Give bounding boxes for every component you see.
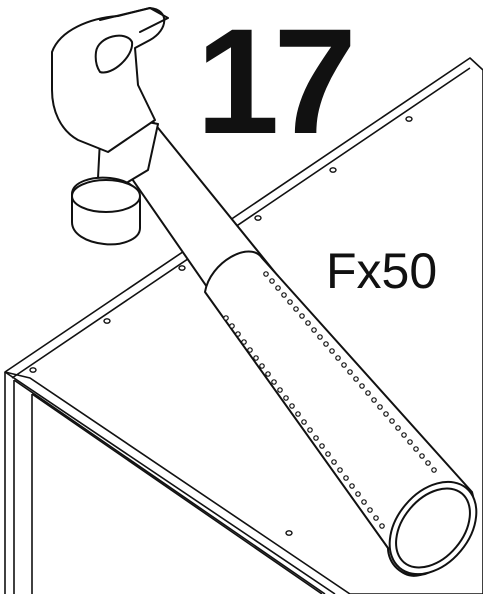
mallet-head-top: [99, 7, 169, 33]
quantity-label: Fx50: [326, 243, 438, 299]
panel-hole: [29, 367, 37, 373]
mallet-grip-end-inner: [395, 487, 471, 569]
panel-hole: [178, 265, 186, 271]
panel-hole: [329, 167, 337, 173]
panel-holes: [29, 116, 413, 536]
panel-hole: [405, 116, 413, 122]
grip-dots: [223, 271, 437, 529]
mallet-face: [71, 176, 141, 246]
panel-hole: [285, 530, 293, 536]
grip-dot-row-upper: [263, 271, 437, 473]
mallet-head-slot: [94, 34, 134, 74]
mallet-icon: [51, 7, 478, 577]
step-number: 17: [196, 0, 357, 165]
mallet-grip-end: [388, 480, 478, 576]
panel-hole: [103, 318, 111, 324]
grip-dot-row-lower: [223, 315, 385, 529]
panel-hole: [254, 215, 262, 221]
cabinet-top-edge-inner: [11, 67, 471, 379]
cabinet-front-top-edge-3: [31, 393, 323, 594]
mallet-head: [51, 7, 166, 153]
cabinet-front-top-edge: [4, 371, 336, 594]
cabinet-front-top-edge-2: [13, 379, 326, 594]
